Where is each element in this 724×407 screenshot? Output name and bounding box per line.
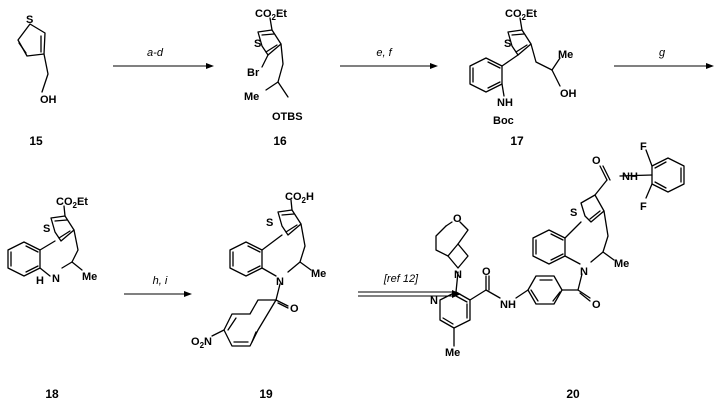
step-3-reagents: g: [659, 47, 666, 59]
compound-20-me2: Me: [445, 347, 460, 359]
compound-19-o2n: O2N: [191, 336, 212, 350]
compound-20-npyr: N: [430, 295, 438, 307]
compound-20-f2: F: [640, 201, 647, 213]
compound-15-s: S: [26, 14, 33, 26]
compound-20-n2: N: [454, 269, 462, 281]
compound-16-me: Me: [244, 91, 259, 103]
compound-20-number: 20: [566, 387, 580, 401]
compound-18-n: N: [52, 273, 60, 285]
compound-17-co2et: CO2Et: [505, 8, 537, 22]
compound-18-co2et: CO2Et: [56, 196, 88, 210]
compound-20-s: S: [570, 207, 577, 219]
compound-17-structure: CO2Et S Me OH NH Boc: [469, 8, 577, 127]
compound-20-o3: O: [482, 266, 491, 278]
compound-18-me: Me: [82, 271, 97, 283]
compound-16-number: 16: [273, 134, 287, 148]
compound-20-me1: Me: [614, 258, 629, 270]
compound-20-o2: O: [592, 299, 601, 311]
compound-15-structure: S OH: [17, 14, 57, 106]
compound-16-s: S: [254, 38, 261, 50]
compound-19-n: N: [276, 276, 284, 288]
compound-15-number: 15: [29, 134, 43, 148]
compound-17-number: 17: [510, 134, 524, 148]
step-1-reagents: a-d: [147, 47, 164, 59]
compound-18-s: S: [43, 223, 50, 235]
step-5-reagents: [ref 12]: [383, 273, 419, 285]
compound-20-structure: F F NH O S N Me O O N N O NH Me: [430, 141, 685, 359]
step-4-reagents: h, i: [153, 275, 168, 287]
compound-17-oh: OH: [560, 88, 577, 100]
compound-19-s: S: [266, 217, 273, 229]
compound-19-me: Me: [311, 268, 326, 280]
step-2-reagents: e, f: [376, 47, 392, 59]
compound-16-otbs: OTBS: [272, 111, 303, 123]
compound-19-number: 19: [259, 387, 273, 401]
compound-20-f1: F: [640, 141, 647, 153]
compound-17-me: Me: [558, 49, 573, 61]
compound-16-br: Br: [247, 67, 260, 79]
compound-17-s: S: [504, 38, 511, 50]
compound-18-number: 18: [45, 387, 59, 401]
compound-17-nh: NH: [497, 97, 513, 109]
compound-20-nh1: NH: [622, 171, 638, 183]
compound-16-co2et: CO2Et: [255, 8, 287, 22]
compound-16-structure: CO2Et S Br Me OTBS: [244, 8, 303, 123]
compound-19-o: O: [290, 303, 299, 315]
compound-15-oh: OH: [40, 94, 57, 106]
compound-18-h: H: [36, 275, 44, 287]
compound-20-n1: N: [580, 266, 588, 278]
compound-18-structure: CO2Et S N H Me: [7, 196, 97, 287]
compound-19-structure: CO2H S N Me O O2N: [191, 191, 326, 350]
compound-20-o1: O: [592, 155, 601, 167]
compound-19-co2h: CO2H: [285, 191, 314, 205]
compound-20-oxan-o: O: [453, 213, 462, 225]
compound-20-nh2: NH: [500, 299, 516, 311]
compound-17-boc: Boc: [493, 115, 514, 127]
